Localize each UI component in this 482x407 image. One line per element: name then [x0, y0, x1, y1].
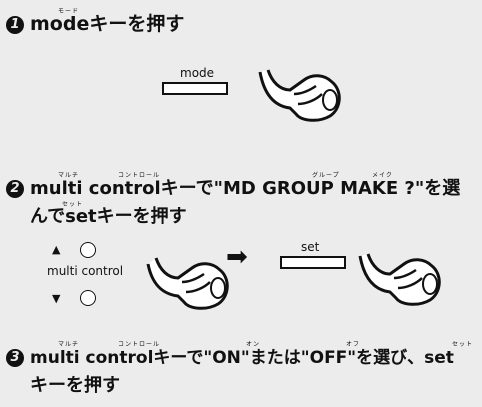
ruby-group: グループ [312, 172, 340, 179]
up-triangle-icon: ▲ [52, 243, 61, 256]
step-3-text-line1: multi controlキーで"ON"または"OFF"を選び、set [30, 348, 454, 368]
step-3-instruction-line1: 3 multi controlキーで"ON"または"OFF"を選び、set [6, 349, 454, 367]
ruby-make: メイク [372, 172, 393, 179]
step-3-instruction-line2: キーを押す [30, 375, 120, 396]
multi-control-label: multi control [47, 264, 124, 278]
step-2-instruction-line2: んでsetキーを押す [30, 206, 187, 227]
step-number-1: 1 [6, 15, 24, 34]
pressing-hand-icon-1 [258, 69, 341, 122]
set-key-button [280, 256, 346, 269]
ruby-mode: モード [58, 8, 80, 15]
step-1-instruction: 1 modeキーを押す [6, 15, 184, 34]
pressing-hand-icon-3 [358, 253, 441, 306]
step-number-2: 2 [6, 180, 24, 198]
step-1-text: modeキーを押す [30, 13, 185, 35]
right-arrow-icon: ➡ [226, 242, 248, 272]
pressing-hand-icon-2 [146, 257, 229, 310]
ruby-set-3: セット [452, 341, 474, 348]
step-number-3: 3 [6, 349, 24, 367]
set-key-label: set [301, 240, 320, 254]
ruby-off: オフ [346, 341, 361, 348]
multi-control-down-button [80, 290, 96, 306]
ruby-control: コントロール [118, 172, 161, 179]
step-2-instruction-line1: 2 multi controlキーで"MD GROUP MAKE ?"を選 [6, 180, 460, 198]
mode-key-button [162, 82, 228, 95]
down-triangle-icon: ▼ [52, 292, 61, 305]
mode-key-label: mode [180, 66, 215, 80]
ruby-set: セット [62, 201, 84, 208]
ruby-control-3: コントロール [118, 341, 161, 348]
ruby-multi: マルチ [58, 172, 80, 179]
ruby-on: オン [246, 341, 261, 348]
ruby-multi-3: マルチ [58, 341, 80, 348]
multi-control-up-button [80, 242, 96, 258]
step-2-text-line1: multi controlキーで"MD GROUP MAKE ?"を選 [30, 178, 461, 199]
